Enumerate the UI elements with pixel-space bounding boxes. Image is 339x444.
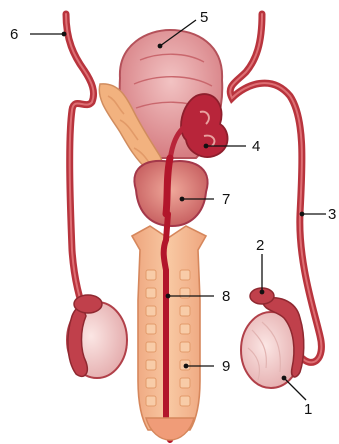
label-2: 2 [256,237,264,254]
label-5: 5 [200,9,208,26]
prostate-urethra [166,158,170,214]
leader-9-dot [184,364,189,369]
leader-3-dot [300,212,305,217]
label-6: 6 [10,26,18,43]
leader-1 [284,378,306,400]
leader-5-dot [158,44,163,49]
label-7: 7 [222,191,230,208]
leader-1-dot [282,376,287,381]
label-9: 9 [222,358,230,375]
leader-7-dot [180,197,185,202]
left-epididymis-head [74,295,102,313]
label-8: 8 [222,288,230,305]
leader-8-dot [166,294,171,299]
leader-4-dot [204,144,209,149]
label-1: 1 [304,401,312,418]
leader-6-dot [62,32,67,37]
label-4: 4 [252,138,260,155]
glans [146,418,194,440]
label-3: 3 [328,206,336,223]
leader-2-dot [260,290,265,295]
